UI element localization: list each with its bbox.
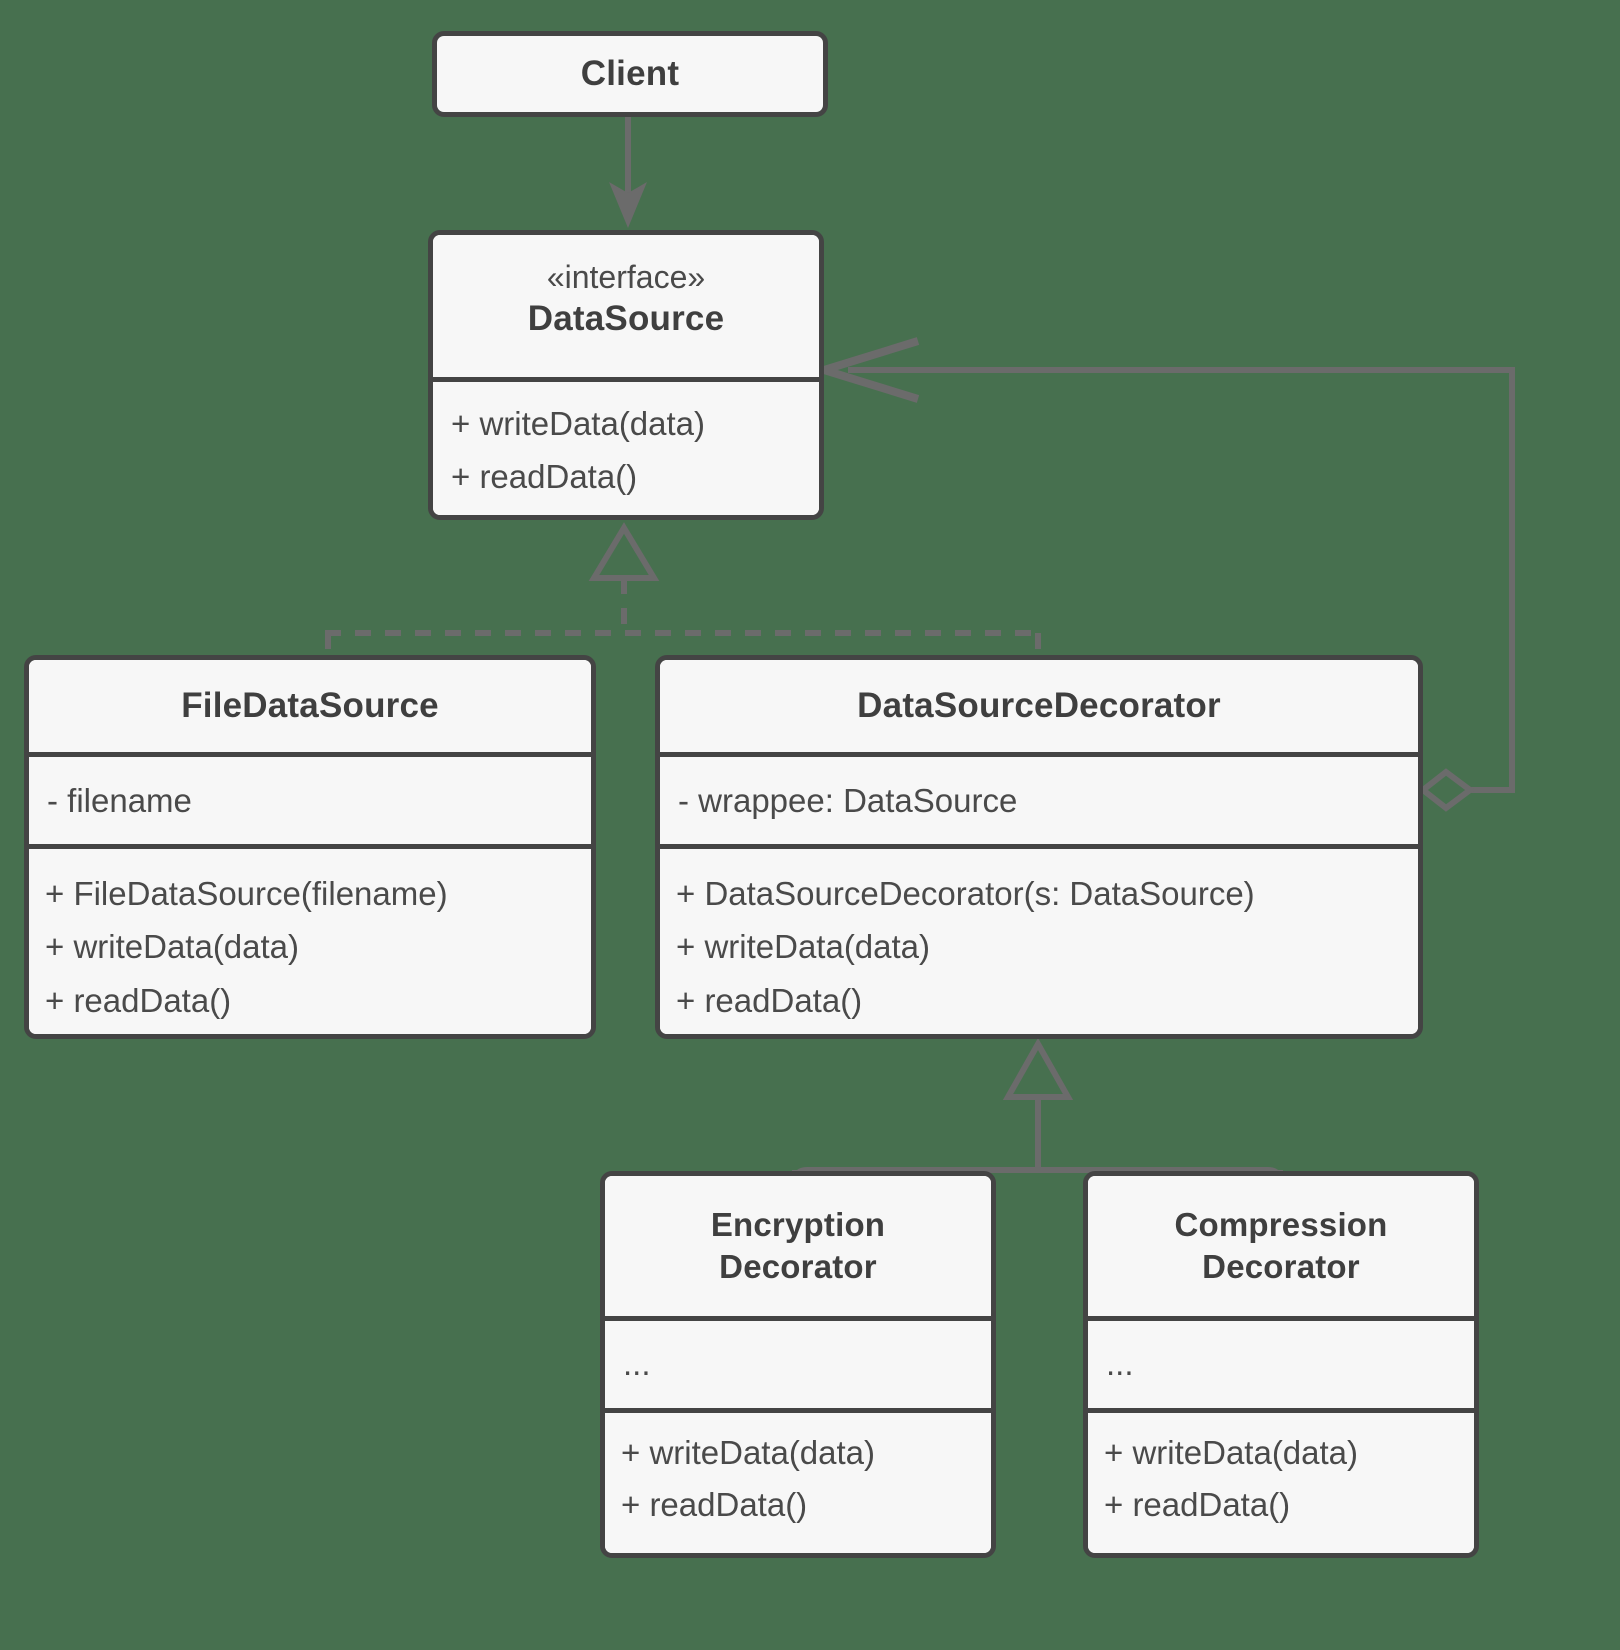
- edge-client-to-datasource: [609, 117, 647, 228]
- operation-item: + writeData(data): [676, 928, 931, 966]
- operation-item: + readData(): [1104, 1486, 1291, 1524]
- edge-generalization-triangle: [1002, 1037, 1074, 1170]
- class-title-client: Client: [580, 54, 680, 93]
- operation-item: + writeData(data): [451, 405, 706, 442]
- class-operations-datasource: + writeData(data) + readData(): [433, 377, 819, 515]
- operation-item: + FileDataSource(filename): [45, 875, 448, 912]
- class-attributes-filedatasource: - filename: [29, 752, 591, 844]
- class-title-encryptiondecorator-line1: Encryption: [710, 1205, 886, 1243]
- class-header-compressiondecorator: Compression Decorator: [1088, 1176, 1474, 1316]
- class-header-datasource: «interface» DataSource: [433, 235, 819, 377]
- class-title-filedatasource: FileDataSource: [181, 686, 439, 725]
- attribute-item: ...: [623, 1345, 651, 1383]
- class-header-client: Client: [437, 36, 823, 112]
- class-box-filedatasource[interactable]: FileDataSource - filename + FileDataSour…: [24, 655, 596, 1039]
- class-header-datasourcedecorator: DataSourceDecorator: [660, 660, 1418, 752]
- operation-item: + writeData(data): [1104, 1434, 1359, 1471]
- operation-item: + readData(): [621, 1486, 808, 1524]
- class-header-encryptiondecorator: Encryption Decorator: [605, 1176, 991, 1316]
- operation-item: + writeData(data): [45, 928, 300, 966]
- class-title-compressiondecorator-line1: Compression: [1174, 1205, 1388, 1243]
- class-title-datasource: DataSource: [527, 299, 725, 338]
- class-title-datasourcedecorator: DataSourceDecorator: [857, 686, 1221, 725]
- class-header-filedatasource: FileDataSource: [29, 660, 591, 752]
- class-title-compressiondecorator-line2: Decorator: [1202, 1248, 1360, 1285]
- class-operations-filedatasource: + FileDataSource(filename) + writeData(d…: [29, 844, 591, 1034]
- class-box-encryptiondecorator[interactable]: Encryption Decorator ... + writeData(dat…: [600, 1171, 996, 1558]
- operation-item: + DataSourceDecorator(s: DataSource): [676, 875, 1255, 912]
- class-box-datasourcedecorator[interactable]: DataSourceDecorator - wrappee: DataSourc…: [655, 655, 1423, 1039]
- class-operations-compressiondecorator: + writeData(data) + readData(): [1088, 1408, 1474, 1553]
- class-operations-datasourcedecorator: + DataSourceDecorator(s: DataSource) + w…: [660, 844, 1418, 1034]
- class-stereotype-datasource: «interface»: [546, 259, 706, 295]
- operation-item: + readData(): [676, 981, 863, 1019]
- operation-item: + readData(): [451, 457, 638, 495]
- edge-realization-triangle: [588, 522, 660, 633]
- edge-realization-bus: [325, 630, 1041, 655]
- class-operations-encryptiondecorator: + writeData(data) + readData(): [605, 1408, 991, 1553]
- class-attributes-datasourcedecorator: - wrappee: DataSource: [660, 752, 1418, 844]
- class-box-datasource[interactable]: «interface» DataSource + writeData(data)…: [428, 230, 824, 520]
- class-title-encryptiondecorator-line2: Decorator: [719, 1248, 877, 1285]
- operation-item: + writeData(data): [621, 1434, 876, 1471]
- class-box-compressiondecorator[interactable]: Compression Decorator ... + writeData(da…: [1083, 1171, 1479, 1558]
- attribute-item: - wrappee: DataSource: [678, 781, 1018, 819]
- operation-item: + readData(): [45, 981, 232, 1019]
- attribute-item: ...: [1106, 1345, 1134, 1383]
- attribute-item: - filename: [47, 781, 192, 819]
- class-attributes-encryptiondecorator: ...: [605, 1316, 991, 1408]
- class-attributes-compressiondecorator: ...: [1088, 1316, 1474, 1408]
- class-box-client[interactable]: Client: [432, 31, 828, 117]
